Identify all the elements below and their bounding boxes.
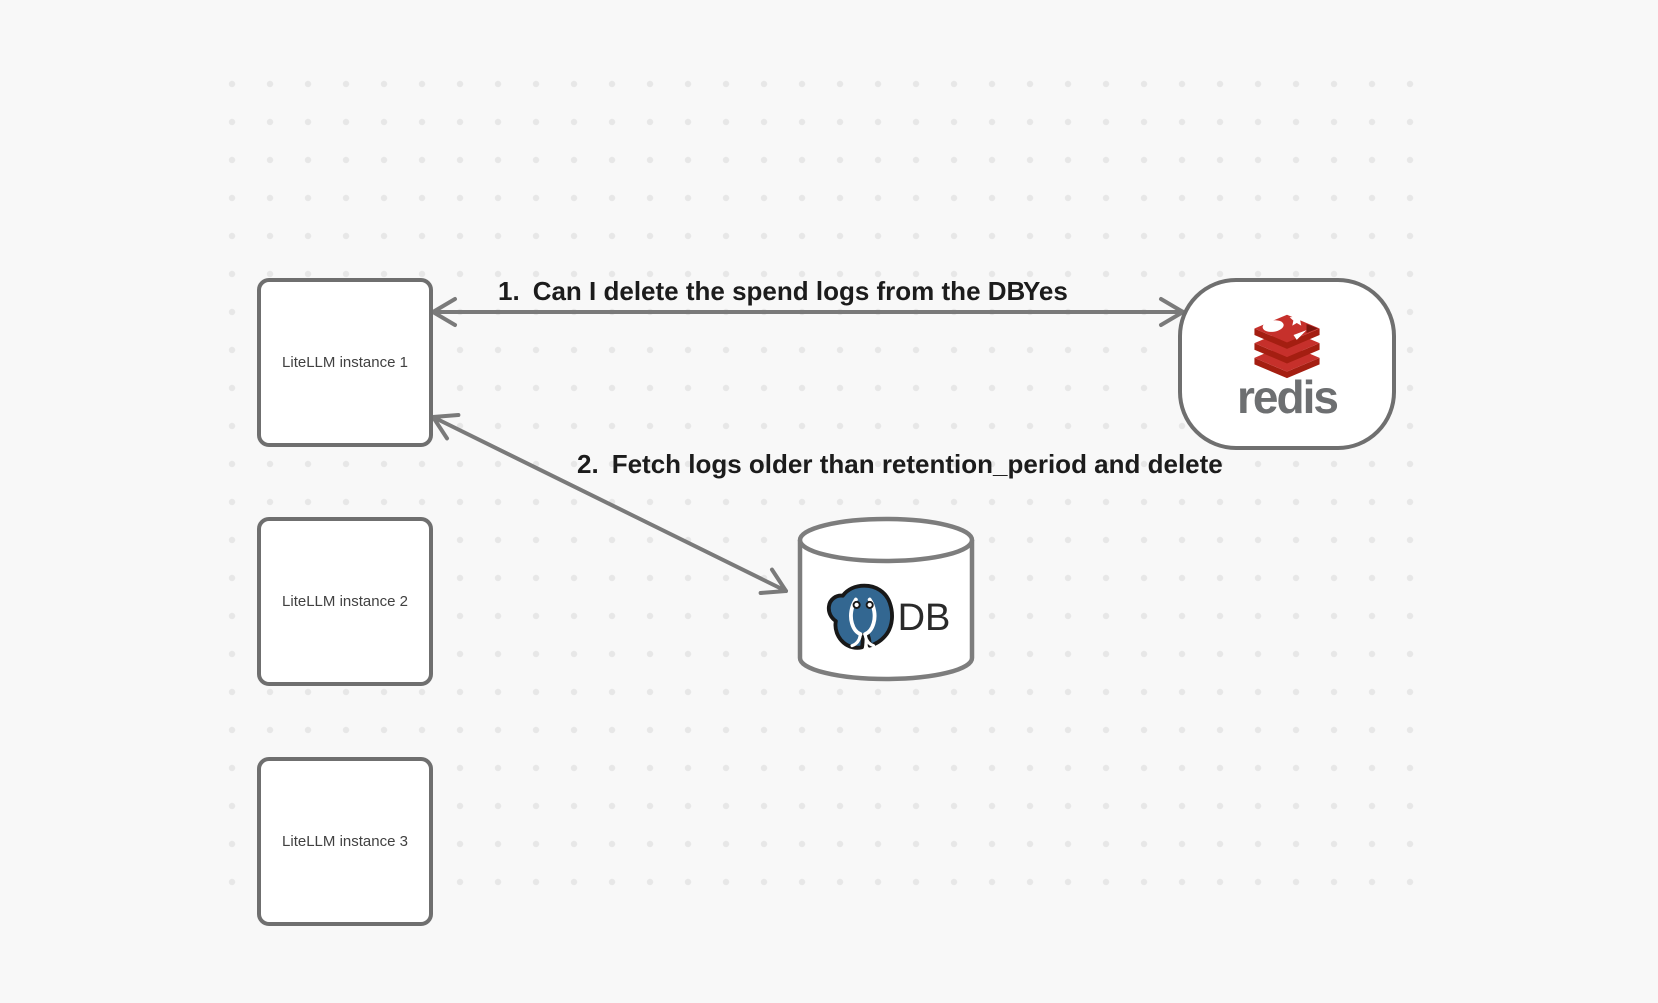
postgresql-elephant-icon: [826, 583, 894, 650]
cylinder-top-shape: [797, 516, 975, 564]
node-label: LiteLLM instance 1: [282, 354, 408, 371]
node-redis[interactable]: redis: [1178, 278, 1396, 450]
edge-2-line: [431, 415, 788, 593]
redis-wordmark: redis: [1237, 371, 1339, 424]
database-label: DB: [897, 596, 951, 639]
edge-2-arrow[interactable]: [431, 413, 788, 595]
edge-1-text: Can I delete the spend logs from the DB: [532, 276, 1026, 306]
redis-logo-icon: [1254, 312, 1320, 379]
node-label: LiteLLM instance 3: [282, 833, 408, 850]
edge-1-answer[interactable]: Yes: [1023, 276, 1068, 306]
edge-1-label[interactable]: 1. Can I delete the spend logs from the D…: [498, 276, 1026, 307]
edge-2-number: 2.: [577, 449, 599, 479]
edge-2-text: Fetch logs older than retention_period a…: [611, 449, 1223, 479]
node-litellm-instance-3[interactable]: LiteLLM instance 3: [257, 757, 433, 926]
edge-2-label[interactable]: 2. Fetch logs older than retention_period…: [577, 449, 1223, 480]
database-content: DB: [794, 572, 978, 664]
edge-1-arrowhead-left-icon: [431, 297, 457, 327]
node-litellm-instance-2[interactable]: LiteLLM instance 2: [257, 517, 433, 686]
edge-2-arrowhead-bottom-icon: [758, 567, 788, 595]
node-label: LiteLLM instance 2: [282, 593, 408, 610]
edge-1-number: 1.: [498, 276, 520, 306]
edge-2-arrowhead-top-icon: [431, 413, 461, 441]
node-litellm-instance-1[interactable]: LiteLLM instance 1: [257, 278, 433, 447]
